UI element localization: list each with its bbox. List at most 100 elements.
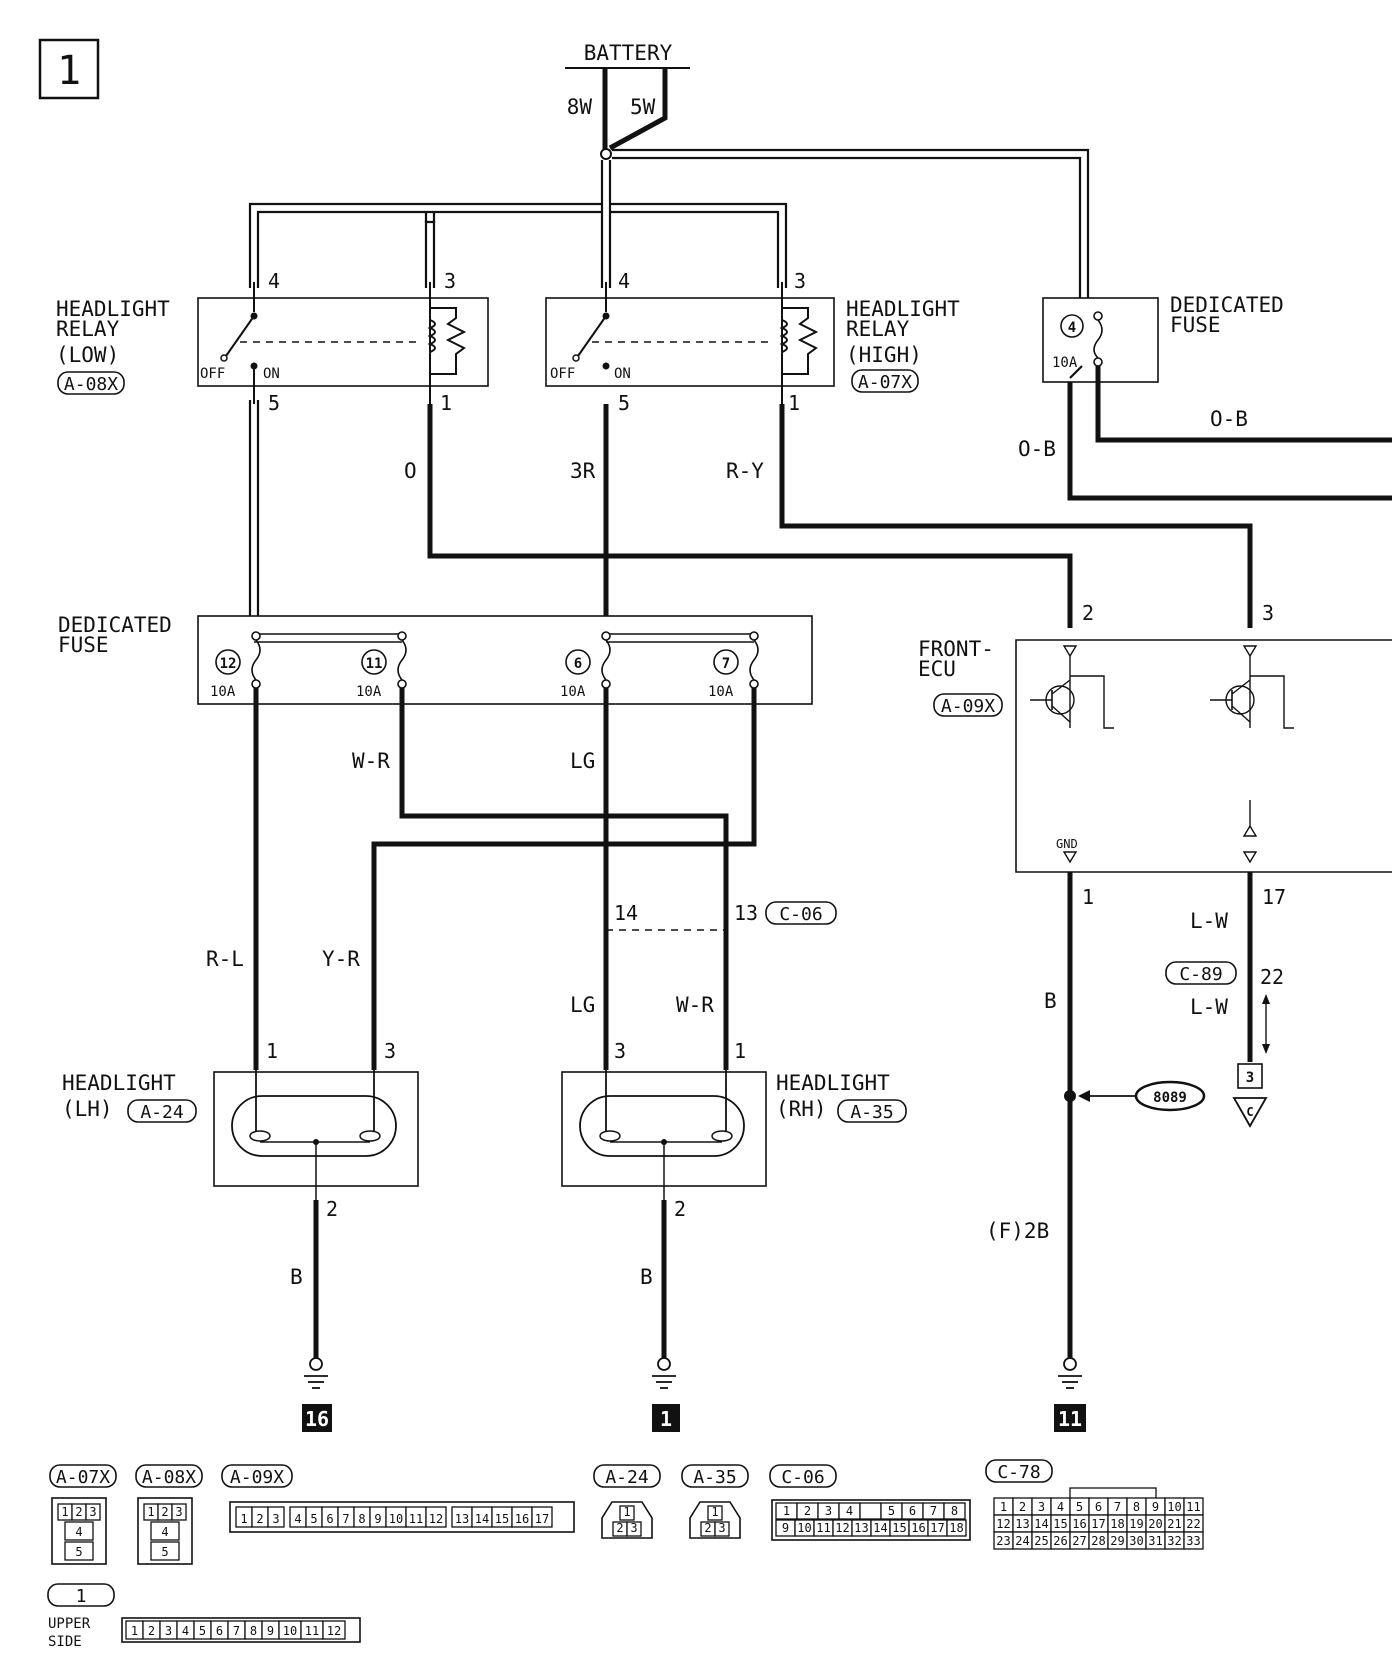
- legend-a07x-pin-2: 2: [75, 1505, 82, 1519]
- c89-pin22: 22: [1260, 965, 1284, 989]
- ded-fuse-top-title-2: FUSE: [1170, 313, 1221, 337]
- front-ecu-title-2: ECU: [918, 657, 956, 681]
- wire-o: [427, 404, 1073, 628]
- legend-a09x-pin-10: 10: [389, 1512, 403, 1526]
- legend-a09x-pin-16: 16: [515, 1512, 529, 1526]
- continuation-marker: 3 C: [1232, 1063, 1268, 1128]
- page-number: 1: [57, 48, 81, 94]
- legend-a09x-pin-12: 12: [429, 1512, 443, 1526]
- relay-low-title-2: RELAY: [56, 317, 120, 341]
- legend-c06-pin-top-0: 1: [783, 1504, 790, 1518]
- legend-c78-pin-3: 3: [1038, 1500, 1045, 1514]
- legend-c06-pin-top-2: 3: [825, 1504, 832, 1518]
- relay-high-on: ON: [614, 366, 631, 382]
- relay-high-title-1: HEADLIGHT: [846, 297, 960, 321]
- wire-label-lg-top: LG: [570, 749, 595, 773]
- legend-a35-pin-1: 1: [711, 1505, 718, 1519]
- battery: BATTERY 8W 5W: [565, 41, 690, 160]
- front-ecu: FRONT- ECU A-09X 2 3 1 17 GND: [918, 601, 1392, 909]
- legend-a24-pin-1: 1: [623, 1505, 630, 1519]
- legend-c78-pin-29: 29: [1110, 1534, 1124, 1548]
- c06-pin13: 13: [734, 901, 758, 925]
- connector-c06-inline: 14 13 C-06: [606, 901, 837, 931]
- legend-a24-code: A-24: [605, 1467, 648, 1488]
- legend-conn1-pin-8: 8: [250, 1624, 257, 1638]
- legend-c06-pin-12: 12: [835, 1521, 849, 1535]
- legend-a09x-pin-17: 17: [535, 1512, 549, 1526]
- legend-conn1-pin-4: 4: [182, 1624, 189, 1638]
- wire-label-f2b: (F)2B: [986, 1219, 1049, 1243]
- legend-c06-code: C-06: [781, 1467, 824, 1488]
- legend-conn1-pin-9: 9: [267, 1624, 274, 1638]
- legend-a09x-pin-2: 2: [256, 1512, 263, 1526]
- legend-a08x-pin-3: 3: [175, 1505, 182, 1519]
- splice-label: 8089: [1153, 1090, 1187, 1106]
- legend-c78-pin-22: 22: [1186, 1517, 1200, 1531]
- front-ecu-pin3: 3: [1262, 601, 1274, 625]
- fuse-6-rating: 10A: [560, 684, 586, 700]
- wire-label-y-r: Y-R: [322, 947, 360, 971]
- relay-low-pin4: 4: [268, 269, 280, 293]
- relay-low-title-3: (LOW): [56, 343, 119, 367]
- legend-c78-pin-26: 26: [1053, 1534, 1067, 1548]
- headlight-relay-low: HEADLIGHT RELAY (LOW) A-08X 4 3 5 1 OFF …: [56, 269, 489, 415]
- front-ecu-pin1: 1: [1082, 885, 1094, 909]
- wire-label-5w: 5W: [630, 95, 656, 119]
- ground-1: 1: [652, 1357, 680, 1432]
- wire-label-o: O: [404, 459, 417, 483]
- legend-c06-pin-10: 10: [797, 1521, 811, 1535]
- relay-high-title-3: (HIGH): [846, 343, 922, 367]
- relay-low-title-1: HEADLIGHT: [56, 297, 170, 321]
- headlight-lh-code: A-24: [140, 1102, 183, 1123]
- legend-c78-pin-9: 9: [1152, 1500, 1159, 1514]
- ded-fuse-mid-title-2: FUSE: [58, 633, 109, 657]
- wire-label-o-b-upper: O-B: [1210, 407, 1248, 431]
- front-ecu-title-1: FRONT-: [918, 637, 994, 661]
- wire-label-b-ecu: B: [1044, 989, 1057, 1013]
- legend-c78-pin-4: 4: [1057, 1500, 1064, 1514]
- legend-c78-pin-15: 15: [1053, 1517, 1067, 1531]
- c06-code: C-06: [779, 904, 822, 925]
- wire-label-w-r-bottom: W-R: [676, 993, 714, 1017]
- legend-c78-pin-28: 28: [1091, 1534, 1105, 1548]
- wire-label-o-b-lower: O-B: [1018, 437, 1056, 461]
- relay-low-code: A-08X: [64, 374, 118, 395]
- headlight-rh-pin1: 1: [734, 1039, 746, 1063]
- battery-junction: [600, 148, 612, 160]
- legend-conn1-pin-2: 2: [148, 1624, 155, 1638]
- wire-w-r: [399, 688, 729, 1070]
- ground-11: 11: [1054, 1357, 1086, 1432]
- legend-conn1-pin-10: 10: [283, 1624, 297, 1638]
- legend-c78-pin-8: 8: [1133, 1500, 1140, 1514]
- legend-a08x-code: A-08X: [142, 1467, 196, 1488]
- wire-label-w-r-top: W-R: [352, 749, 390, 773]
- headlight-lh-pin3: 3: [384, 1039, 396, 1063]
- legend-a09x-pin-13: 13: [455, 1512, 469, 1526]
- legend-a09x-pin-8: 8: [358, 1512, 365, 1526]
- headlight-rh-pin3: 3: [614, 1039, 626, 1063]
- wire-r-y: [779, 404, 1253, 628]
- legend-a24-pin-2: 2: [616, 1521, 623, 1535]
- legend-a07x-pin-3: 3: [89, 1505, 96, 1519]
- legend-c06-pin-top-7: 7: [930, 1504, 937, 1518]
- legend-a09x-pin-9: 9: [374, 1512, 381, 1526]
- legend-conn1-pin-12: 12: [327, 1624, 341, 1638]
- legend-a35-code: A-35: [693, 1467, 736, 1488]
- legend-c06-pin-13: 13: [854, 1521, 868, 1535]
- headlight-rh-title-1: HEADLIGHT: [776, 1071, 890, 1095]
- legend-c78-pin-17: 17: [1091, 1517, 1105, 1531]
- relay-high-pin1: 1: [788, 391, 800, 415]
- legend-c06-pin-14: 14: [873, 1521, 887, 1535]
- fuse-12-rating: 10A: [210, 684, 236, 700]
- legend-conn1-side-1: UPPER: [48, 1616, 91, 1632]
- legend-c06-pin-16: 16: [911, 1521, 925, 1535]
- front-ecu-pin17: 17: [1262, 885, 1286, 909]
- legend-c78-pin-5: 5: [1076, 1500, 1083, 1514]
- legend-c06-pin-top-3: 4: [846, 1504, 853, 1518]
- legend-a09x-pin-11: 11: [409, 1512, 423, 1526]
- legend-c78-pin-21: 21: [1167, 1517, 1181, 1531]
- legend-a09x-pin-15: 15: [495, 1512, 509, 1526]
- legend-a08x-pin-5: 5: [161, 1545, 168, 1559]
- legend-a35-pin-2: 2: [704, 1521, 711, 1535]
